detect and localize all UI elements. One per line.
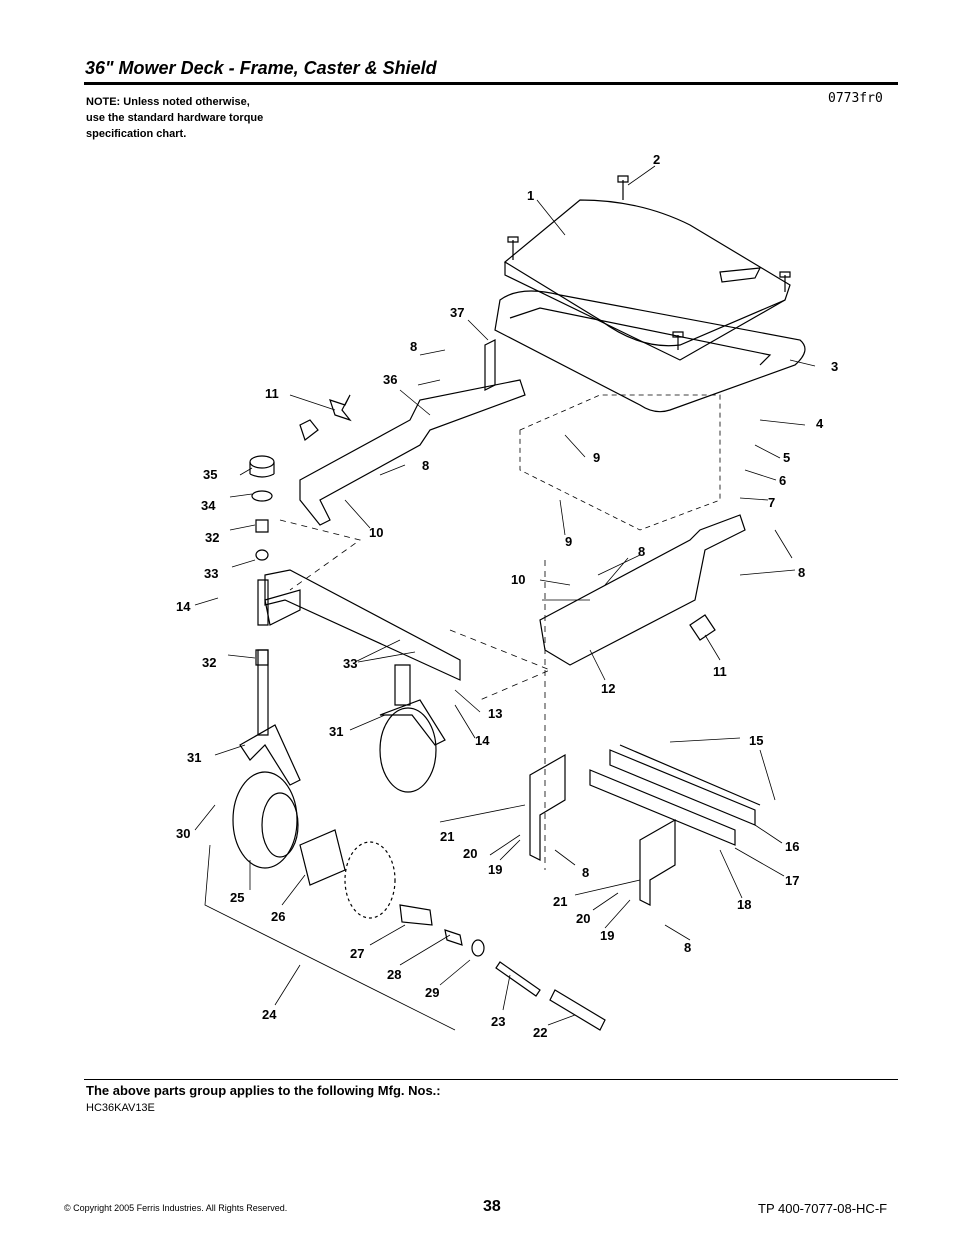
callout: 12 (601, 681, 615, 696)
callout: 31 (329, 724, 343, 739)
copyright: © Copyright 2005 Ferris Industries. All … (64, 1203, 288, 1213)
callout: 19 (600, 928, 614, 943)
callout: 32 (202, 655, 216, 670)
rear-bracket (299, 379, 526, 526)
callout: 34 (201, 498, 216, 513)
exploded-parts-diagram: 1 2 3 4 5 6 7 8 8 8 8 8 8 9 9 10 10 11 1… (176, 152, 838, 1040)
callout: 25 (230, 890, 244, 905)
callout: 31 (187, 750, 201, 765)
spacer-tube (495, 961, 541, 997)
caster-wheel-left (232, 771, 298, 869)
callout: 24 (262, 1007, 277, 1022)
callout: 8 (684, 940, 691, 955)
callout: 8 (638, 544, 645, 559)
drawing-code: 0773fr0 (828, 91, 883, 106)
callout: 13 (488, 706, 502, 721)
callout: 14 (475, 733, 490, 748)
callout: 8 (410, 339, 417, 354)
leader-lines (194, 165, 816, 1031)
callout: 1 (527, 188, 534, 203)
callout: 6 (779, 473, 786, 488)
callout: 33 (343, 656, 357, 671)
callout: 3 (831, 359, 838, 374)
shield-base (494, 290, 806, 413)
callout: 26 (271, 909, 285, 924)
applies-heading: The above parts group applies to the fol… (86, 1083, 441, 1098)
callout: 10 (369, 525, 383, 540)
page-number: 38 (483, 1198, 501, 1215)
callout: 22 (533, 1025, 547, 1040)
callout: 9 (593, 450, 600, 465)
caster-stem-left (257, 579, 269, 736)
callout: 20 (463, 846, 477, 861)
title-rule (84, 82, 898, 85)
callout: 11 (265, 386, 279, 401)
callout: 28 (387, 967, 401, 982)
callout: 2 (653, 152, 660, 167)
caster-fork-right (379, 664, 446, 746)
callout: 8 (422, 458, 429, 473)
callout-labels: 1 2 3 4 5 6 7 8 8 8 8 8 8 9 9 10 10 11 1… (176, 152, 838, 1040)
doc-number: TP 400-7077-08-HC-F (758, 1201, 888, 1216)
callout: 30 (176, 826, 190, 841)
callout: 27 (350, 946, 364, 961)
callout: 8 (798, 565, 805, 580)
callout: 37 (450, 305, 464, 320)
callout: 21 (440, 829, 454, 844)
callout: 32 (205, 530, 219, 545)
callout: 9 (565, 534, 572, 549)
callout: 36 (383, 372, 397, 387)
frame-tube (264, 569, 461, 681)
footer-rule (84, 1079, 898, 1080)
note-line: NOTE: Unless noted otherwise, (86, 96, 250, 108)
mfg-number: HC36KAV13E (86, 1102, 155, 1114)
callout: 5 (783, 450, 790, 465)
caster-fork-left (239, 724, 301, 786)
front-bracket (539, 514, 746, 666)
torque-note: NOTE: Unless noted otherwise, use the st… (86, 94, 326, 142)
callout: 17 (785, 873, 799, 888)
callout: 20 (576, 911, 590, 926)
callout: 16 (785, 839, 799, 854)
callout: 29 (425, 985, 439, 1000)
callout: 19 (488, 862, 502, 877)
callout: 35 (203, 467, 217, 482)
callout: 21 (553, 894, 567, 909)
callout: 8 (582, 865, 589, 880)
callout: 18 (737, 897, 751, 912)
shield-cover (503, 199, 791, 347)
callout: 23 (491, 1014, 505, 1029)
axle-bolt (549, 989, 606, 1031)
callout: 15 (749, 733, 763, 748)
caster-wheel-right (379, 707, 437, 793)
callout: 11 (713, 664, 727, 679)
note-line: specification chart. (86, 128, 187, 140)
callout: 4 (816, 416, 824, 431)
callout: 33 (204, 566, 218, 581)
diagram-linework (232, 175, 806, 1031)
callout: 7 (768, 495, 775, 510)
note-line: use the standard hardware torque (86, 112, 264, 124)
callout: 10 (511, 572, 525, 587)
callout: 14 (176, 599, 191, 614)
page-title: 36" Mower Deck - Frame, Caster & Shield (85, 58, 437, 78)
